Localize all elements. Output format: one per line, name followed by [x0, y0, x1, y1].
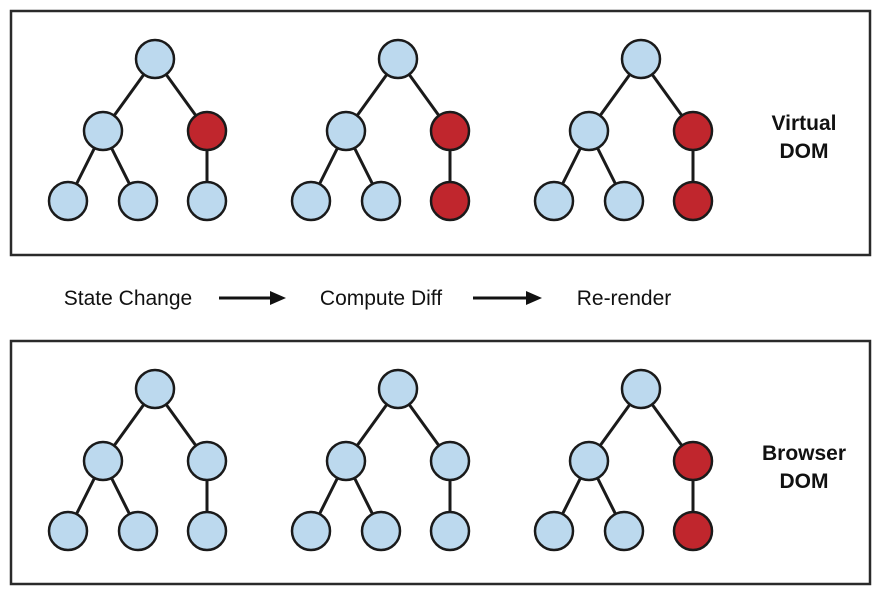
browser-dom-tree-2	[290, 368, 471, 552]
tree-node	[134, 368, 176, 410]
tree-node-changed	[186, 110, 228, 152]
tree-node	[82, 440, 124, 482]
tree-node	[603, 510, 645, 552]
tree-node	[377, 368, 419, 410]
tree-node	[568, 110, 610, 152]
tree-node	[533, 180, 575, 222]
tree-node-changed	[672, 440, 714, 482]
virtual-dom-label-line2: DOM	[780, 140, 829, 163]
tree-node-changed	[672, 180, 714, 222]
browser-dom-label-line2: DOM	[780, 470, 829, 493]
tree-node	[47, 510, 89, 552]
tree-node-changed	[672, 110, 714, 152]
step-compute-diff: Compute Diff	[320, 287, 442, 310]
tree-node	[568, 440, 610, 482]
tree-node	[360, 510, 402, 552]
tree-node	[117, 510, 159, 552]
virtual-dom-tree-3	[533, 38, 714, 222]
virtual-dom-tree-2	[290, 38, 471, 222]
browser-dom-panel	[9, 339, 872, 586]
tree-node	[186, 510, 228, 552]
virtual-dom-trees	[47, 38, 714, 222]
tree-node	[429, 440, 471, 482]
virtual-dom-panel	[9, 9, 872, 257]
browser-dom-tree-3	[533, 368, 714, 552]
browser-dom-tree-1	[47, 368, 228, 552]
tree-node	[186, 180, 228, 222]
tree-node-changed	[429, 110, 471, 152]
browser-dom-label-line1: Browser	[762, 442, 846, 465]
tree-node	[620, 368, 662, 410]
tree-node	[533, 510, 575, 552]
tree-node	[290, 510, 332, 552]
browser-dom-trees	[47, 368, 714, 552]
tree-node	[325, 440, 367, 482]
virtual-dom-tree-1	[47, 38, 228, 222]
virtual-dom-label-line1: Virtual	[772, 112, 837, 135]
tree-node-changed	[672, 510, 714, 552]
tree-node	[325, 110, 367, 152]
tree-node	[603, 180, 645, 222]
tree-node-changed	[429, 180, 471, 222]
tree-node	[82, 110, 124, 152]
tree-node	[134, 38, 176, 80]
arrow-right-icon	[219, 291, 286, 305]
step-re-render: Re-render	[577, 287, 672, 310]
tree-node	[290, 180, 332, 222]
step-state-change: State Change	[64, 287, 192, 310]
tree-node	[117, 180, 159, 222]
tree-node	[186, 440, 228, 482]
tree-node	[377, 38, 419, 80]
tree-node	[47, 180, 89, 222]
tree-node	[360, 180, 402, 222]
tree-node	[620, 38, 662, 80]
tree-node	[429, 510, 471, 552]
arrow-right-icon	[473, 291, 542, 305]
